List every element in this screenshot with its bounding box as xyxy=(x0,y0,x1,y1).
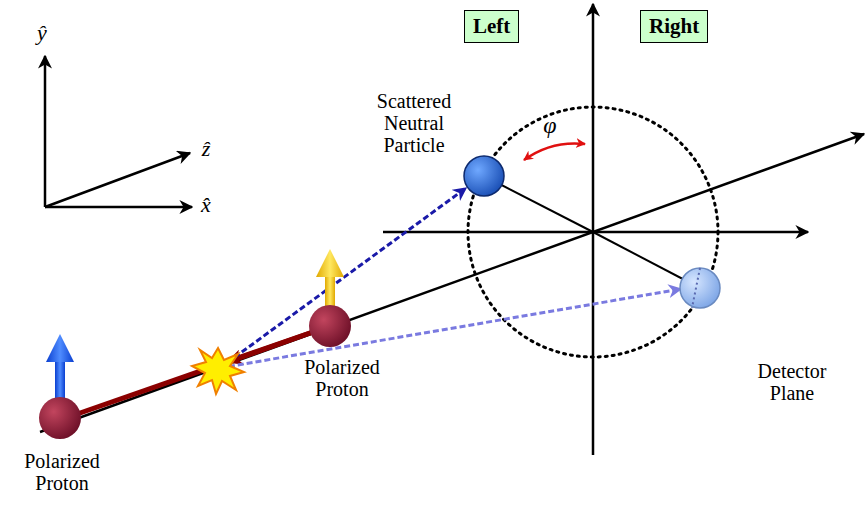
axis-icon xyxy=(45,56,192,207)
angle-label: φ xyxy=(535,114,565,136)
proton-lower xyxy=(39,334,81,439)
scattered-particle xyxy=(464,156,504,196)
detector-axes xyxy=(40,4,864,455)
phi-arc xyxy=(524,143,585,160)
trajectory xyxy=(220,188,466,368)
callout-label: Polarized Proton xyxy=(12,450,112,494)
box-text: Left xyxy=(473,14,510,38)
callout-label: Detector Plane xyxy=(747,360,837,404)
hit-mark xyxy=(692,268,700,308)
side-label-box: Left xyxy=(464,10,519,43)
beam xyxy=(60,326,330,420)
proton-upper xyxy=(309,249,351,347)
trajectory xyxy=(220,289,681,368)
axis-label: x̂ xyxy=(191,194,221,216)
axis-label: ẑ xyxy=(191,138,221,160)
collision-burst xyxy=(192,348,244,394)
callout-label: Polarized Proton xyxy=(292,356,392,400)
box-text: Right xyxy=(649,14,699,38)
scattered-particle xyxy=(680,268,720,308)
side-label-box: Right xyxy=(640,10,708,43)
axis-label: ŷ xyxy=(27,22,57,44)
callout-label: Scattered Neutral Particle xyxy=(364,90,464,156)
